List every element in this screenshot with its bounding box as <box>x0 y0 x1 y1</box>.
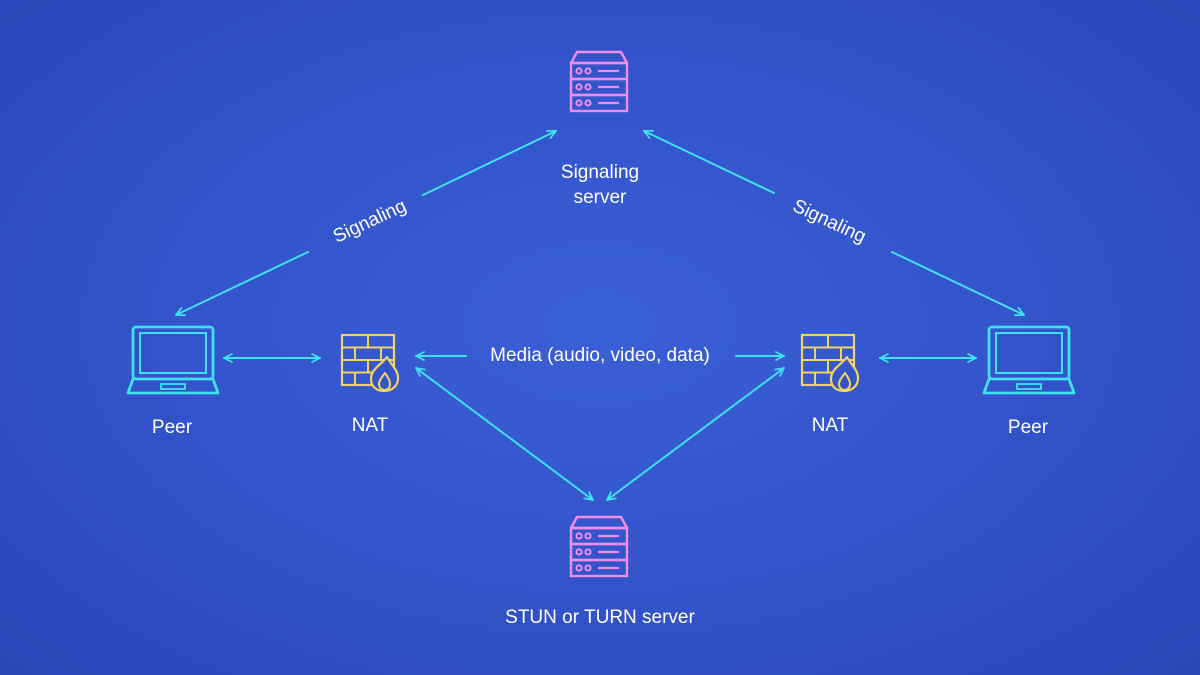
nat-right-stun-arrow <box>606 367 785 501</box>
media-label: Media (audio, video, data) <box>490 345 710 366</box>
nat-right-label: NAT <box>811 415 849 436</box>
signaling-server-icon <box>569 50 629 113</box>
signaling-right-arrow-upper <box>643 129 775 194</box>
peer-right-label: Peer <box>1007 417 1049 438</box>
signaling-server-label-line1: Signaling <box>560 162 640 183</box>
signaling-left-arrow-upper <box>422 129 557 196</box>
stun-turn-server-label: STUN or TURN server <box>505 607 695 628</box>
signaling-left-arrow-lower <box>175 251 309 317</box>
nat-left-label: NAT <box>351 415 389 436</box>
stun-turn-server-icon <box>569 515 629 578</box>
nat-left-stun-arrow <box>415 367 594 501</box>
signaling-server-label-line2: server <box>573 187 627 208</box>
signaling-right-arrow-lower <box>891 251 1025 317</box>
nat-right-firewall-icon <box>800 333 860 393</box>
nat-left-firewall-icon <box>340 333 400 393</box>
signaling-server-label: Signaling server <box>525 160 675 210</box>
peer-left-laptop-icon <box>126 325 220 395</box>
peer-left-label: Peer <box>151 417 193 438</box>
peer-right-laptop-icon <box>982 325 1076 395</box>
